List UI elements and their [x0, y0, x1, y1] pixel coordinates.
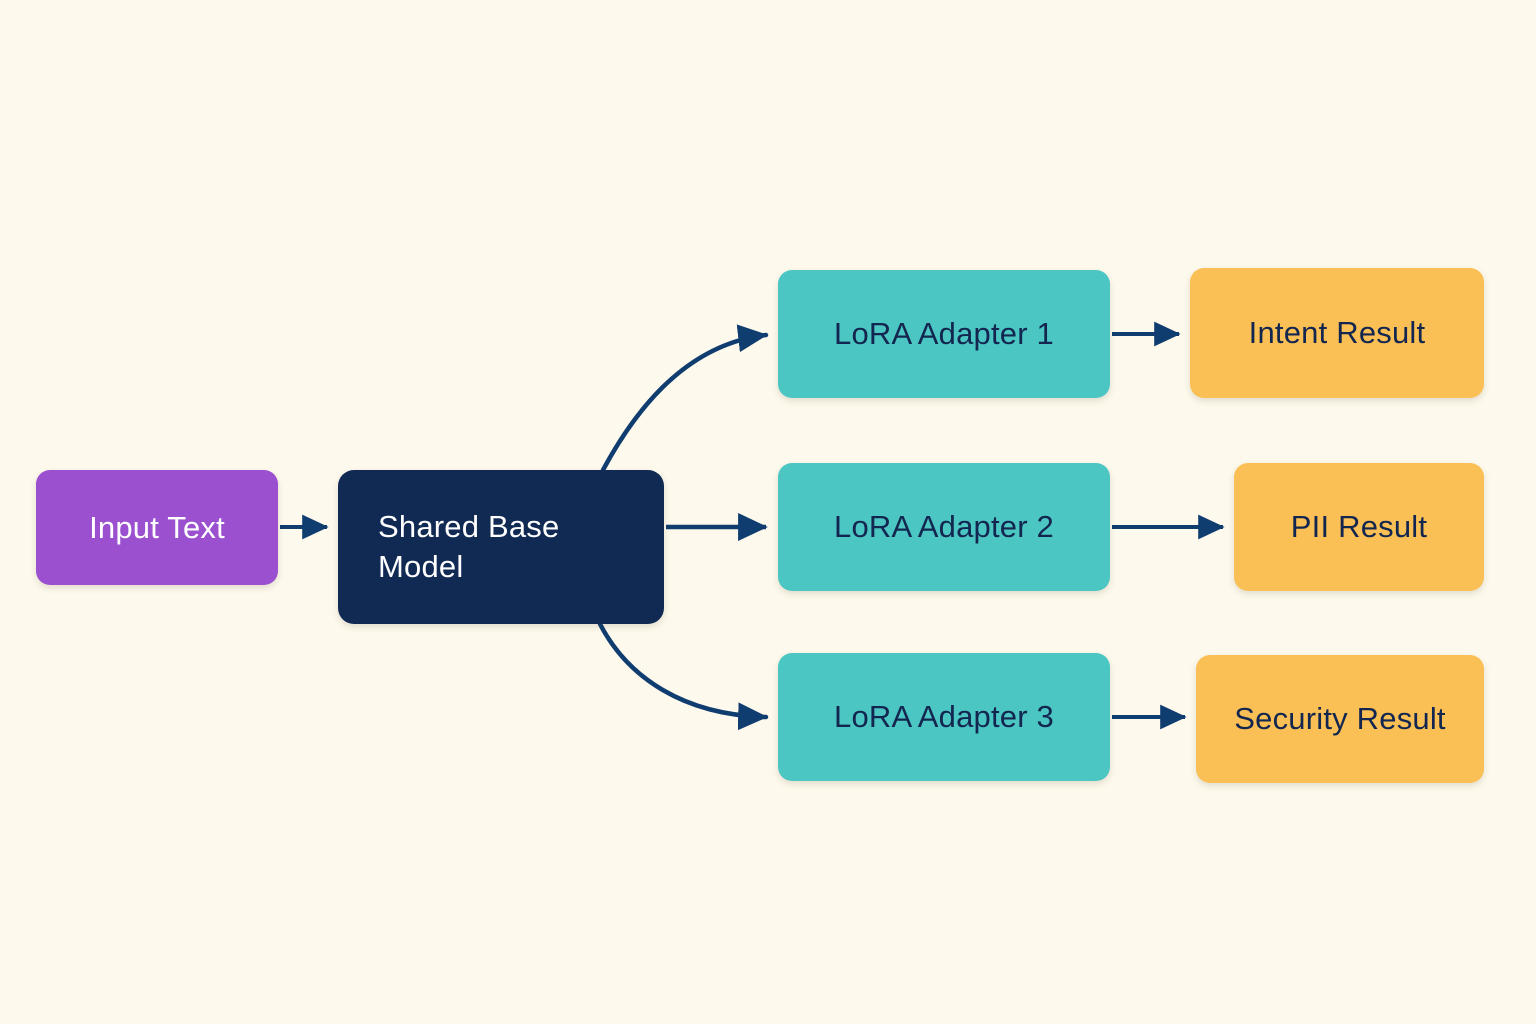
node-shared-base-model[interactable]: Shared Base Model: [338, 470, 664, 624]
node-input-text[interactable]: Input Text: [36, 470, 278, 585]
node-lora-adapter-1[interactable]: LoRA Adapter 1: [778, 270, 1110, 398]
edge-base-to-adapter-1: [600, 324, 769, 473]
node-lora-adapter-1-label: LoRA Adapter 1: [834, 316, 1054, 352]
node-security-result[interactable]: Security Result: [1196, 655, 1484, 783]
node-lora-adapter-3-label: LoRA Adapter 3: [834, 699, 1054, 735]
node-security-result-label: Security Result: [1234, 701, 1446, 737]
node-shared-base-model-label: Shared Base Model: [378, 509, 560, 584]
node-intent-result[interactable]: Intent Result: [1190, 268, 1484, 398]
node-pii-result-label: PII Result: [1290, 509, 1428, 545]
node-lora-adapter-3[interactable]: LoRA Adapter 3: [778, 653, 1110, 781]
node-intent-result-label: Intent Result: [1248, 315, 1426, 351]
node-lora-adapter-2[interactable]: LoRA Adapter 2: [778, 463, 1110, 591]
node-pii-result[interactable]: PII Result: [1234, 463, 1484, 591]
node-lora-adapter-2-label: LoRA Adapter 2: [834, 509, 1054, 545]
edge-base-to-adapter-3: [597, 621, 769, 731]
node-input-text-label: Input Text: [89, 509, 225, 545]
